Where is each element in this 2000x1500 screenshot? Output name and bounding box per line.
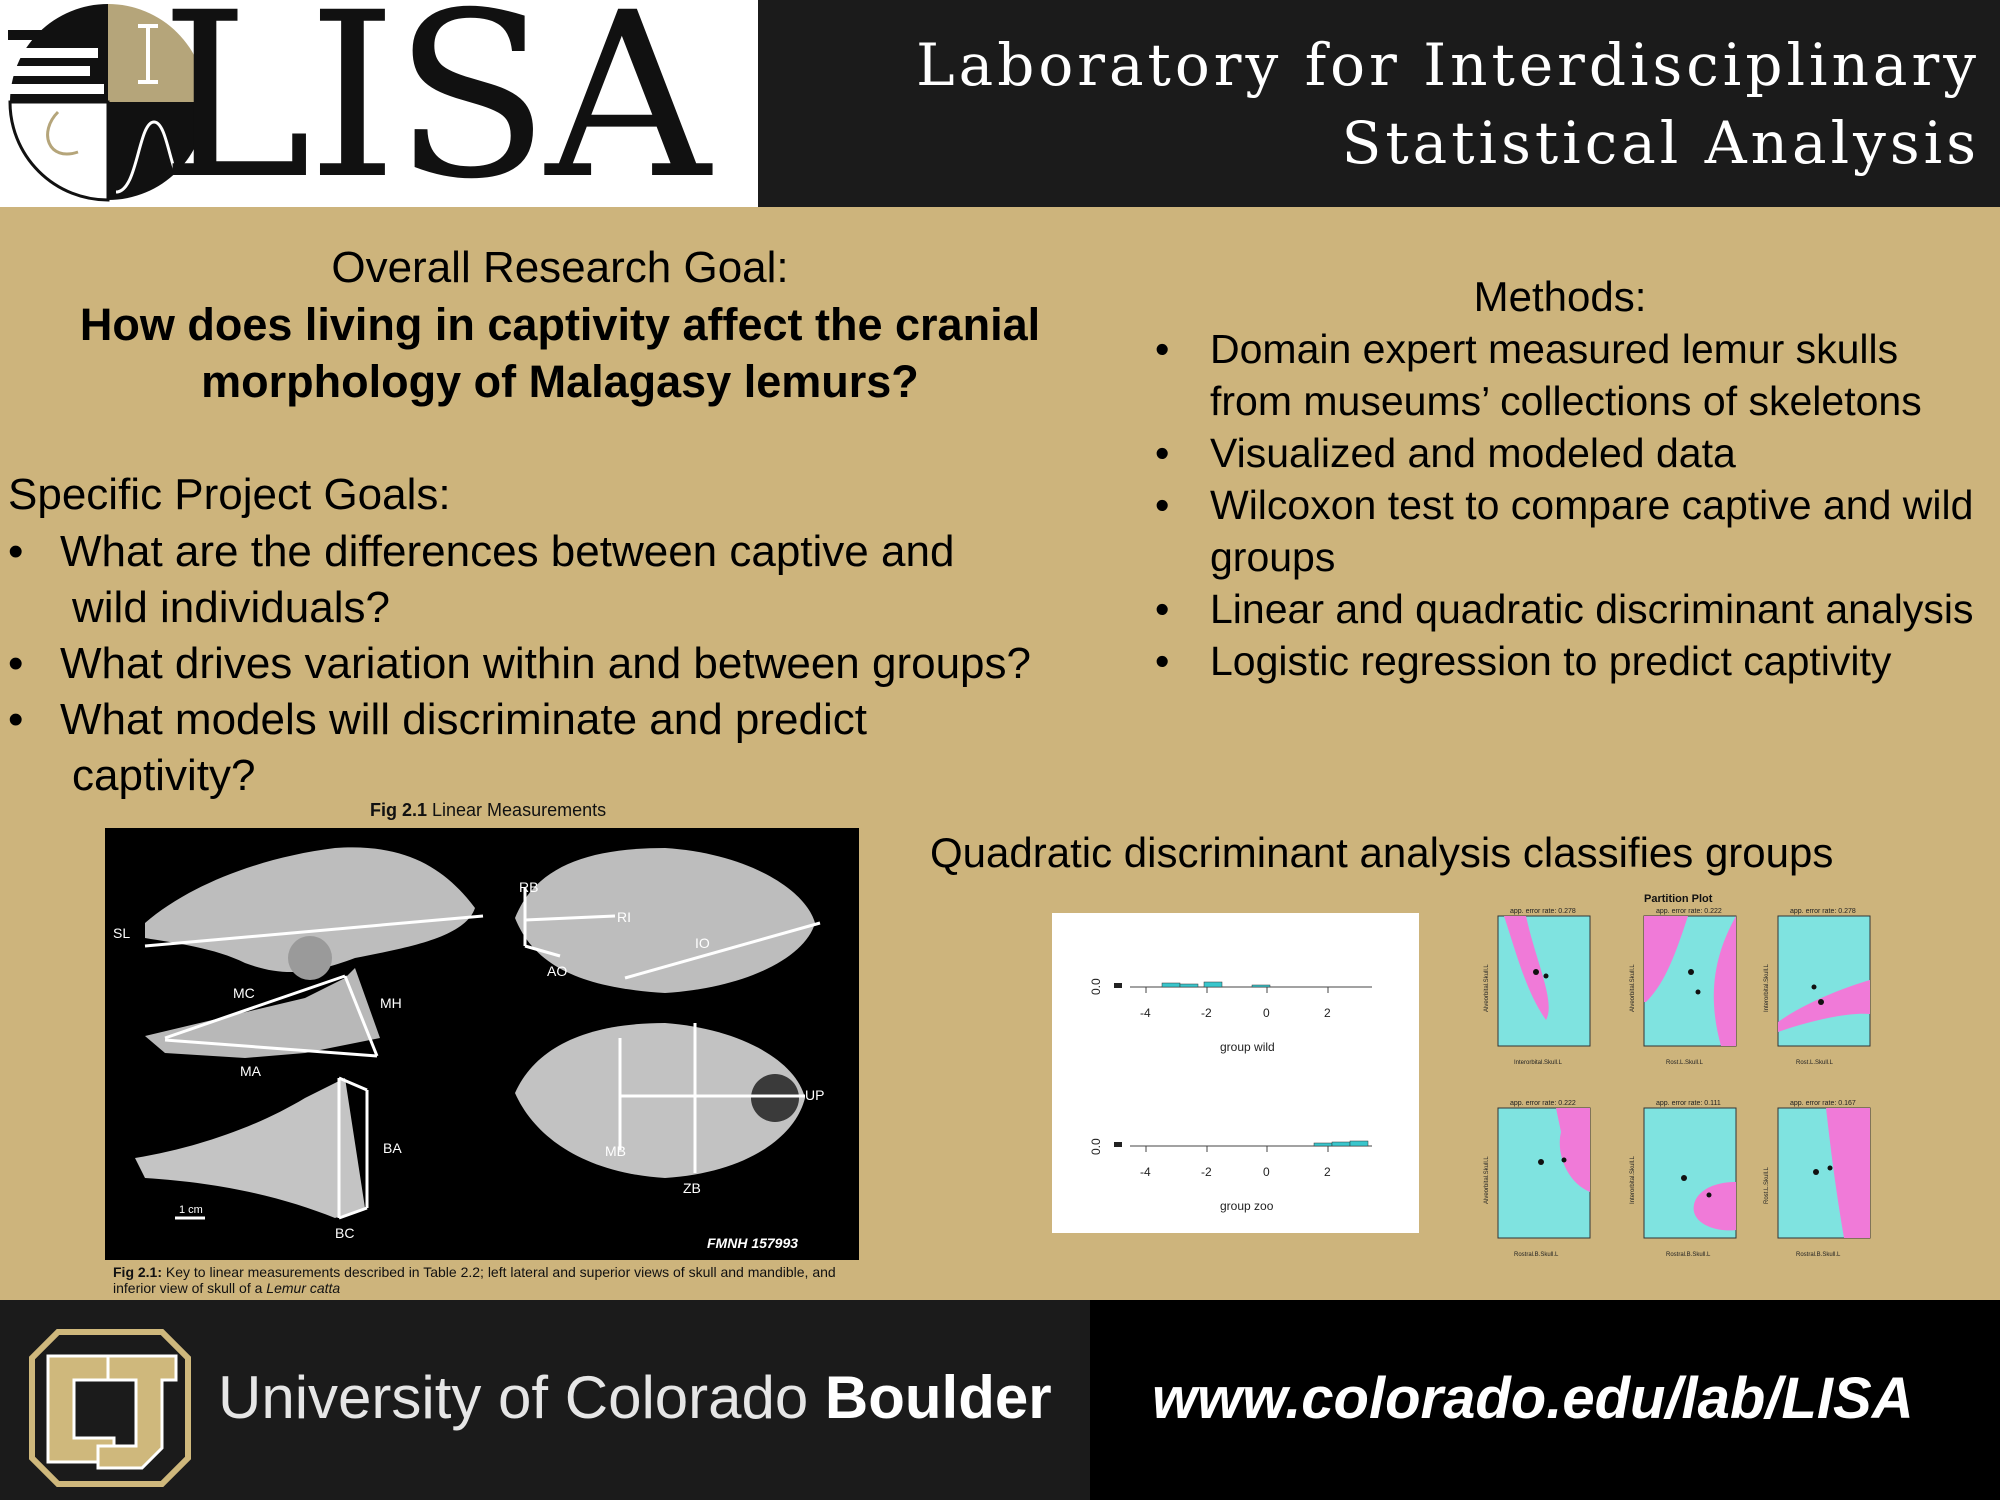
label-ri: RI — [617, 909, 631, 925]
lab-title: Laboratory for Interdisciplinary Statist… — [916, 31, 1980, 177]
partition-panel-3: app. error rate: 0.278 Rost.L.Skull.L In… — [1764, 908, 1871, 1066]
partition-panel-6: app. error rate: 0.167 Rostral.B.Skull.L… — [1764, 1100, 1871, 1258]
method-item: Wilcoxon test to compare captive and wil… — [1155, 479, 1985, 583]
partition-plot: Partition Plot app. error rate: 0.278 In… — [1466, 892, 1886, 1282]
svg-text:Rost.L.Skull.L: Rost.L.Skull.L — [1796, 1060, 1834, 1066]
overall-goal-heading: Overall Research Goal: — [331, 243, 789, 292]
footer-right-panel — [1090, 1300, 2000, 1500]
svg-text:Rost.L.Skull.L: Rost.L.Skull.L — [1764, 1166, 1770, 1204]
figure-title: Fig 2.1 Linear Measurements — [370, 800, 607, 820]
method-item: Domain expert measured lemur skulls from… — [1155, 323, 1985, 427]
histogram-plot: 0.0 -4 -2 0 2 group wild 0.0 -4 -2 0 2 g… — [1089, 978, 1372, 1213]
specific-goals-heading: Specific Project Goals: — [8, 470, 451, 519]
svg-text:app. error rate: 0.111: app. error rate: 0.111 — [1656, 1100, 1721, 1107]
partition-panel-1: app. error rate: 0.278 Interorbital.Skul… — [1484, 908, 1591, 1066]
y-tick-zoo: 0.0 — [1089, 1138, 1103, 1155]
svg-text:Rost.L.Skull.L: Rost.L.Skull.L — [1666, 1060, 1704, 1066]
cu-logo-icon — [29, 1329, 191, 1487]
university-name: University of Colorado Boulder — [218, 1364, 1052, 1431]
skull-lateral-shape — [145, 847, 475, 973]
label-ba: BA — [383, 1140, 402, 1156]
label-io: IO — [695, 935, 710, 951]
method-item: Linear and quadratic discriminant analys… — [1155, 583, 1985, 635]
svg-text:Interorbital.Skull.L: Interorbital.Skull.L — [1764, 963, 1770, 1012]
partition-panel-4: app. error rate: 0.222 Rostral.B.Skull.L… — [1484, 1100, 1591, 1258]
label-mc: MC — [233, 985, 255, 1001]
goal-item: What are the differences between captive… — [8, 524, 1128, 636]
lisa-logo: LISA — [0, 0, 758, 207]
svg-text:app. error rate: 0.222: app. error rate: 0.222 — [1510, 1100, 1576, 1107]
x-tick-zoo-2: 0 — [1263, 1165, 1270, 1179]
svg-text:app. error rate: 0.167: app. error rate: 0.167 — [1790, 1100, 1856, 1107]
lisa-emblem-icon — [8, 2, 204, 202]
group-histograms: 0.0 -4 -2 0 2 group wild 0.0 -4 -2 0 2 g… — [1052, 913, 1419, 1233]
scale-label: 1 cm — [179, 1204, 203, 1216]
partition-plot-title: Partition Plot — [1644, 893, 1713, 905]
x-tick-wild-0: -4 — [1140, 1006, 1151, 1020]
x-tick-zoo-0: -4 — [1140, 1165, 1151, 1179]
figure-caption: Fig 2.1: Key to linear measurements desc… — [113, 1264, 836, 1296]
method-item: Logistic regression to predict captivity — [1155, 635, 1985, 687]
website-link[interactable]: www.colorado.edu/lab/LISA — [1152, 1366, 1914, 1431]
group-zoo-label: group zoo — [1220, 1199, 1274, 1213]
partition-plot-svg: Partition Plot app. error rate: 0.278 In… — [1484, 893, 1871, 1258]
x-tick-wild-2: 0 — [1263, 1006, 1270, 1020]
svg-text:Alveorbital.Skull.L: Alveorbital.Skull.L — [1630, 964, 1636, 1012]
skull-inferior-shape — [515, 1023, 805, 1178]
skull-superior-shape — [515, 848, 815, 993]
svg-text:Alveorbital.Skull.L: Alveorbital.Skull.L — [1484, 964, 1490, 1012]
label-ma: MA — [240, 1063, 262, 1079]
specimen-label: FMNH 157993 — [707, 1235, 798, 1251]
x-tick-wild-1: -2 — [1201, 1006, 1212, 1020]
partition-panel-2: app. error rate: 0.222 Rost.L.Skull.L Al… — [1630, 908, 1737, 1066]
qda-heading: Quadratic discriminant analysis classifi… — [930, 829, 1834, 876]
mandible-inferior-shape — [135, 1078, 365, 1218]
label-mh: MH — [380, 995, 402, 1011]
svg-text:Interorbital.Skull.L: Interorbital.Skull.L — [1514, 1060, 1563, 1066]
skull-diagram: SL MC MH MA BA BC RB RI AO IO MB ZB UP 1… — [105, 828, 859, 1260]
svg-text:app. error rate: 0.278: app. error rate: 0.278 — [1510, 908, 1576, 915]
label-zb: ZB — [683, 1180, 701, 1196]
label-bc: BC — [335, 1225, 354, 1241]
svg-text:app. error rate: 0.222: app. error rate: 0.222 — [1656, 908, 1722, 915]
label-rb: RB — [519, 879, 538, 895]
x-tick-wild-3: 2 — [1324, 1006, 1331, 1020]
svg-text:Rostral.B.Skull.L: Rostral.B.Skull.L — [1514, 1252, 1559, 1258]
label-sl: SL — [113, 925, 130, 941]
svg-text:app. error rate: 0.278: app. error rate: 0.278 — [1790, 908, 1856, 915]
svg-text:Alveorbital.Skull.L: Alveorbital.Skull.L — [1484, 1156, 1490, 1204]
label-ao: AO — [547, 963, 567, 979]
label-up: UP — [805, 1087, 824, 1103]
goal-item: What models will discriminate and predic… — [8, 692, 1128, 804]
research-question: How does living in captivity affect the … — [79, 299, 1041, 407]
logo-wordmark: LISA — [160, 0, 710, 207]
x-tick-zoo-3: 2 — [1324, 1165, 1331, 1179]
x-tick-zoo-1: -2 — [1201, 1165, 1212, 1179]
group-wild-label: group wild — [1220, 1040, 1275, 1054]
methods-heading: Methods: — [1473, 273, 1647, 320]
partition-panel-5: app. error rate: 0.111 Rostral.B.Skull.L… — [1630, 1100, 1737, 1258]
svg-text:Rostral.B.Skull.L: Rostral.B.Skull.L — [1666, 1252, 1711, 1258]
svg-text:Interorbital.Skull.L: Interorbital.Skull.L — [1630, 1155, 1636, 1204]
mandible-lateral-shape — [145, 968, 380, 1058]
methods-list: Domain expert measured lemur skulls from… — [1155, 323, 1985, 687]
svg-text:Rostral.B.Skull.L: Rostral.B.Skull.L — [1796, 1252, 1841, 1258]
skull-measurement-figure: SL MC MH MA BA BC RB RI AO IO MB ZB UP 1… — [105, 828, 859, 1260]
specific-goals-list: What are the differences between captive… — [8, 524, 1128, 804]
y-tick-wild: 0.0 — [1089, 978, 1103, 995]
method-item: Visualized and modeled data — [1155, 427, 1985, 479]
goal-item: What drives variation within and between… — [8, 636, 1128, 692]
label-mb: MB — [605, 1143, 626, 1159]
